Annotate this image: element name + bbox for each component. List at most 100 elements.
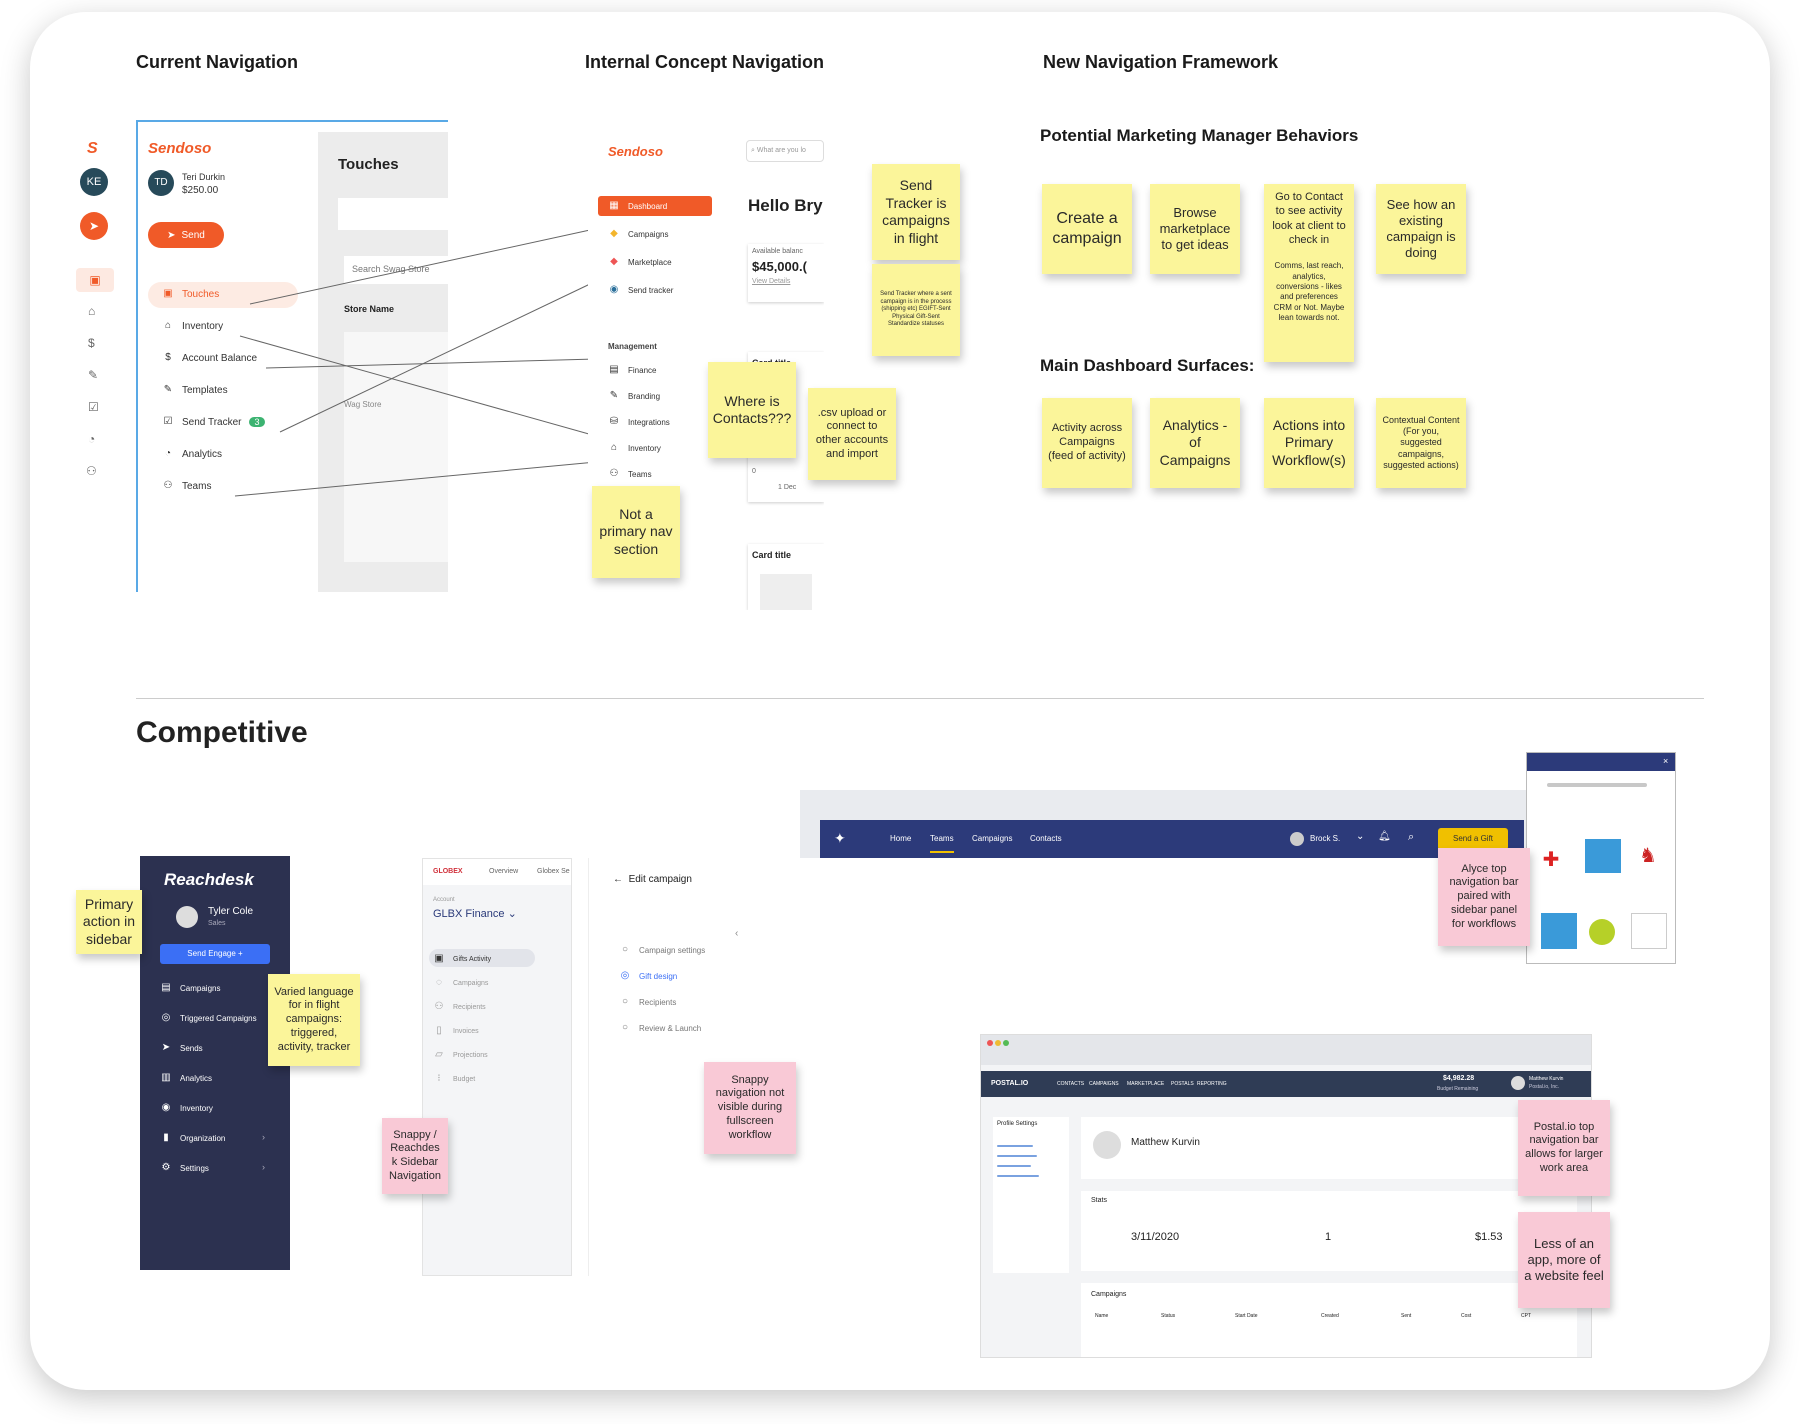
sidebar-link-bar xyxy=(997,1165,1031,1167)
snappy-nav-campaigns[interactable]: ◌Campaigns xyxy=(433,977,488,989)
postal-nav-contacts[interactable]: CONTACTS xyxy=(1057,1081,1085,1087)
nav-send-tracker[interactable]: ◉Send tracker xyxy=(608,284,674,296)
rd-nav-analytics[interactable]: ▥Analytics xyxy=(160,1072,212,1084)
view-details-link[interactable]: View Details xyxy=(752,278,791,285)
alyce-nav-home[interactable]: Home xyxy=(890,834,912,843)
nav-finance[interactable]: ▤Finance xyxy=(608,364,656,376)
postal-nav-postals[interactable]: POSTALS xyxy=(1171,1081,1194,1087)
nav-account-balance[interactable]: $Account Balance xyxy=(162,352,257,364)
nav-marketplace[interactable]: ◆Marketplace xyxy=(608,256,671,268)
sidebar-link-bar xyxy=(997,1175,1039,1177)
red-cross-icon[interactable]: ✚ xyxy=(1542,849,1560,871)
step-recipients[interactable]: ○Recipients xyxy=(619,996,676,1008)
col-cpt: CPT xyxy=(1521,1313,1531,1319)
account-select[interactable]: GLBX Finance ⌄ xyxy=(433,907,517,920)
step-review-launch[interactable]: ○Review & Launch xyxy=(619,1022,701,1034)
greeting: Hello Bry xyxy=(748,196,823,215)
avatar[interactable] xyxy=(1290,832,1304,846)
nav-templates-label: Templates xyxy=(182,384,228,396)
campaigns-card: Campaigns Name Status Start Date Created… xyxy=(1081,1283,1577,1357)
step-gift-design[interactable]: ◎Gift design xyxy=(619,970,678,982)
nav-branding[interactable]: ✎Branding xyxy=(608,390,660,402)
dollar-icon[interactable]: $ xyxy=(88,336,95,350)
store-icon[interactable]: ⌂ xyxy=(88,304,96,318)
account-label: Account xyxy=(433,897,455,903)
tracker-icon[interactable]: ☑ xyxy=(88,400,99,414)
bell-icon[interactable]: 🔔︎ xyxy=(1378,831,1391,842)
rd-nav-campaigns-label: Campaigns xyxy=(180,983,221,993)
available-balance-label: Available balanc xyxy=(752,248,803,255)
figure-icon[interactable]: ♞ xyxy=(1639,845,1657,867)
product-tile[interactable] xyxy=(1589,919,1615,945)
nav-inventory[interactable]: ⌂Inventory xyxy=(608,442,661,454)
send-engage-button[interactable]: Send Engage + xyxy=(160,944,270,964)
close-icon[interactable]: × xyxy=(1663,756,1669,766)
connector-lines xyxy=(234,229,597,497)
budget-icon: ⁝ xyxy=(437,1073,441,1084)
chevron-down-icon[interactable]: ⌄ xyxy=(1356,831,1365,842)
tab-globex[interactable]: Globex Se xyxy=(537,868,570,875)
nav-teams[interactable]: ⚇Teams xyxy=(162,480,212,492)
rd-nav-inventory[interactable]: ◉Inventory xyxy=(160,1102,213,1114)
nav-inventory[interactable]: ⌂Inventory xyxy=(162,320,223,332)
alyce-nav-teams[interactable]: Teams xyxy=(930,834,954,853)
product-tile[interactable] xyxy=(1541,913,1577,949)
sendoso-logo: Sendoso xyxy=(608,144,663,159)
pencil-icon[interactable]: ✎ xyxy=(88,368,99,382)
nav-campaigns[interactable]: ◆Campaigns xyxy=(608,228,668,240)
chevron-right-icon: › xyxy=(262,1132,265,1142)
snappy-nav-gifts[interactable]: ▣Gifts Activity xyxy=(433,953,491,965)
gift-icon[interactable]: ▣ xyxy=(76,268,114,292)
back-arrow-icon[interactable]: ← xyxy=(613,874,623,885)
alyce-user[interactable]: Brock S. xyxy=(1310,834,1341,843)
send-button[interactable]: ➤Send xyxy=(148,222,224,248)
nav-dashboard[interactable]: ▦Dashboard xyxy=(608,200,667,212)
postal-nav-marketplace[interactable]: MARKETPLACE xyxy=(1127,1081,1165,1087)
avatar[interactable]: KE xyxy=(80,168,108,196)
teams-icon[interactable]: ⚇ xyxy=(86,464,97,478)
nav-touches[interactable]: ▣Touches xyxy=(162,288,219,300)
rd-nav-settings[interactable]: ⚙Settings xyxy=(160,1162,209,1174)
analytics-icon[interactable]: ◔ xyxy=(88,432,96,446)
snappy-nav-invoices[interactable]: ▯Invoices xyxy=(433,1025,478,1037)
rd-nav-triggered[interactable]: ◎Triggered Campaigns xyxy=(160,1012,257,1024)
rd-nav-sends[interactable]: ➤Sends xyxy=(160,1042,203,1054)
card-1-date: 1 Dec xyxy=(778,484,797,491)
nav-analytics[interactable]: ◔Analytics xyxy=(162,448,222,460)
avatar[interactable] xyxy=(176,906,198,928)
tab-overview[interactable]: Overview xyxy=(489,868,519,875)
postal-nav-reporting[interactable]: REPORTING xyxy=(1197,1081,1227,1087)
postal-nav-campaigns[interactable]: CAMPAIGNS xyxy=(1089,1081,1119,1087)
recipients-icon: ⚇ xyxy=(434,1001,444,1012)
user-avatar[interactable]: TD xyxy=(148,170,174,196)
alyce-nav-contacts[interactable]: Contacts xyxy=(1030,834,1062,843)
chevron-left-icon[interactable]: ‹ xyxy=(735,928,739,939)
snappy-nav-recipients[interactable]: ⚇Recipients xyxy=(433,1001,486,1013)
nav-integrations[interactable]: ⛁Integrations xyxy=(608,416,670,428)
campaign-icon: ◌ xyxy=(436,977,442,988)
pencil-icon: ✎ xyxy=(163,384,173,395)
search-icon[interactable]: ⌕ xyxy=(1408,831,1415,843)
snappy-active xyxy=(429,949,535,967)
nav-templates[interactable]: ✎ Templates xyxy=(162,384,228,396)
step-campaign-settings[interactable]: ○Campaign settings xyxy=(619,944,705,956)
alyce-nav-campaigns[interactable]: Campaigns xyxy=(972,834,1013,843)
product-tile[interactable] xyxy=(1631,913,1667,949)
sticky-send-tracker-note: Send Tracker where a sent campaign is in… xyxy=(872,264,960,356)
send-gift-button[interactable]: Send a Gift xyxy=(1438,828,1508,850)
sticky-see-campaign: See how an existing campaign is doing xyxy=(1376,184,1466,274)
rd-nav-campaigns[interactable]: ▤Campaigns xyxy=(160,982,220,994)
rd-nav-organization[interactable]: ▮Organization xyxy=(160,1132,225,1144)
col-start: Start Date xyxy=(1235,1313,1258,1319)
product-tile[interactable] xyxy=(1585,839,1621,873)
send-icon[interactable]: ➤ xyxy=(80,212,108,240)
sticky-csv-upload: .csv upload or connect to other accounts… xyxy=(808,388,896,480)
avatar[interactable] xyxy=(1511,1076,1525,1090)
profile-card: Matthew Kurvin xyxy=(1081,1117,1577,1179)
nav-teams[interactable]: ⚇Teams xyxy=(608,468,652,480)
snappy-nav-projections[interactable]: ▱Projections xyxy=(433,1049,488,1061)
snappy-nav-budget[interactable]: ⁝Budget xyxy=(433,1073,475,1085)
alyce-topbar-screenshot: ✦ Home Teams Campaigns Contacts Brock S.… xyxy=(800,790,1560,858)
search-input[interactable]: ⌕ What are you lo xyxy=(746,140,824,162)
